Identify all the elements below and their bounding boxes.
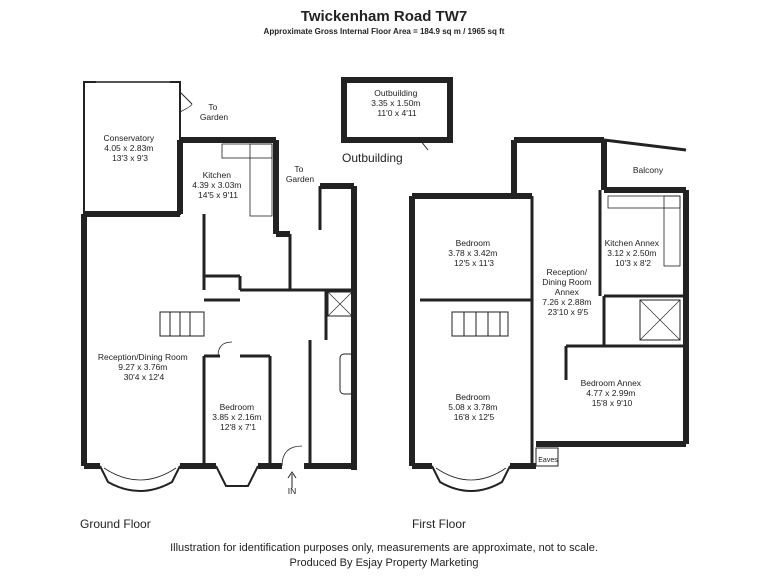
ff-bedroom-bottom-label: Bedroom 5.08 x 3.78m 16'8 x 12'5 (448, 392, 500, 422)
eaves-box (535, 447, 559, 467)
annex-shower (639, 299, 681, 341)
balcony-label: Balcony (633, 165, 664, 175)
kitchen-annex-worktop (607, 195, 681, 209)
conservatory-label: Conservatory 4.05 x 2.83m 13'3 x 9'3 (104, 133, 157, 163)
gf-bedroom-label: Bedroom 3.85 x 2.16m 12'8 x 7'1 (212, 402, 264, 432)
in-label: IN (288, 486, 297, 496)
to-garden-label-1: To Garden (200, 102, 229, 122)
gf-bedroom-bay (215, 465, 259, 487)
ground-floor-heading: Ground Floor (80, 517, 151, 531)
ff-bay-glazing (435, 467, 507, 481)
floor-area-subtitle: Approximate Gross Internal Floor Area = … (263, 27, 505, 36)
disclaimer-text: Illustration for identification purposes… (170, 542, 598, 554)
ground-floor-plan (81, 81, 357, 492)
garden-door-swing (179, 91, 193, 105)
first-floor-plan (409, 137, 689, 492)
ff-bedroom-top-label: Bedroom 3.78 x 3.42m 12'5 x 11'3 (448, 238, 500, 268)
entrance-arrow-head (287, 471, 297, 479)
kitchen-worktop (249, 143, 273, 217)
outbuilding-label: Outbuilding 3.35 x 1.50m 11'0 x 4'11 (371, 88, 423, 118)
kitchen-worktop (221, 143, 273, 159)
bedroom-annex-label: Bedroom Annex 4.77 x 2.99m 15'8 x 9'10 (581, 378, 644, 408)
shower-cross (639, 299, 681, 341)
outbuilding-heading: Outbuilding (342, 151, 403, 165)
ff-stairs (451, 311, 509, 337)
kitchen-annex-worktop (663, 195, 681, 267)
kitchen-label: Kitchen 4.39 x 3.03m 14'5 x 9'11 (192, 170, 244, 200)
ff-balcony-top (603, 138, 687, 152)
front-door-arc (281, 445, 303, 467)
gf-bay-glazing (103, 467, 177, 481)
bath (339, 353, 355, 395)
ff-bay-window (431, 465, 511, 492)
room-labels: Conservatory 4.05 x 2.83m 13'3 x 9'3 Kit… (80, 88, 664, 531)
shower-cross (327, 291, 353, 317)
gf-bay-window (99, 465, 181, 492)
kitchen-annex-label: Kitchen Annex 3.12 x 2.50m 10'3 x 8'2 (605, 238, 662, 268)
producer-credit: Produced By Esjay Property Marketing (289, 557, 479, 569)
to-garden-label-2: To Garden (286, 164, 315, 184)
gf-stairs (159, 311, 205, 337)
eaves-label: Eaves (538, 457, 558, 464)
door-arc (217, 341, 233, 357)
garden-door-arc (179, 103, 193, 113)
reception-dining-label: Reception/Dining Room 9.27 x 3.76m 30'4 … (98, 352, 190, 382)
plan-title: Twickenham Road TW7 (300, 8, 468, 25)
outbuilding-walls (341, 77, 453, 143)
outbuilding-door (419, 139, 429, 151)
outbuilding-plan (341, 77, 453, 151)
shower (327, 291, 353, 317)
reception-annex-label: Reception/ Dining Room Annex 7.26 x 2.88… (542, 267, 594, 317)
first-floor-heading: First Floor (412, 517, 466, 531)
